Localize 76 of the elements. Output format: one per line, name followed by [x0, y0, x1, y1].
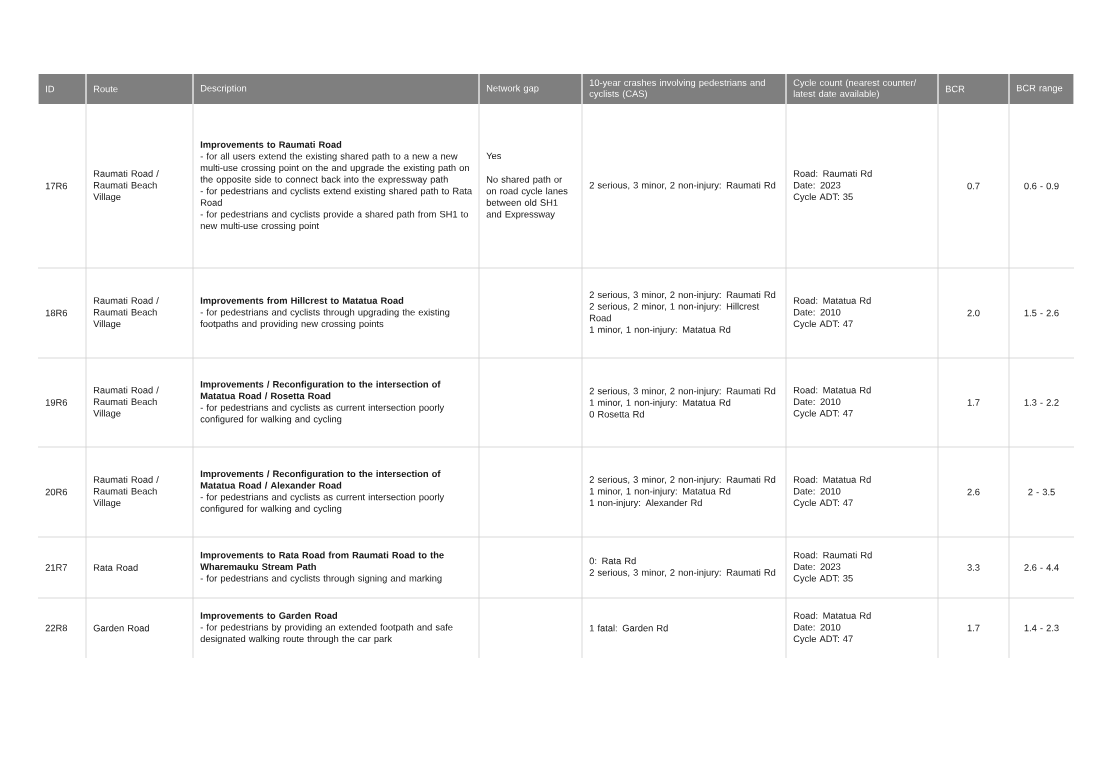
cycle-count: Cycle ADT: 35 — [793, 193, 853, 202]
crash-record: 2 serious, 3 minor, 2 non-injury: Raumati Rd — [589, 476, 776, 485]
row-id: 21R7 — [45, 564, 67, 571]
cycle-count: Cycle ADT: 35 — [793, 574, 853, 584]
cycle-count: Cycle ADT: 47 — [793, 320, 853, 329]
route-name: Raumati Road / Raumati Beach Village — [93, 386, 159, 419]
network-gap-note: Yes — [486, 152, 502, 160]
crash-record: 1 minor, 1 non-injury: Matatua Rd — [589, 399, 731, 408]
project-description: - for pedestrians and cyclists provide a shared path from SH1 to new multi-use crossing point — [200, 210, 469, 231]
crash-record: 2 serious, 3 minor, 2 non-injury: Raumati Rd — [589, 181, 776, 191]
cycle-count: Road: Matatua Rd — [794, 297, 871, 304]
project-description: - for pedestrians and cyclists extend existing shared path to Rata Road — [200, 187, 473, 206]
cycle-count: Cycle ADT: 47 — [793, 409, 853, 419]
crash-record: 0: Rata Rd — [589, 557, 636, 565]
row-id: 20R6 — [45, 488, 68, 496]
cycle-count: Road: Matatua Rd — [794, 612, 871, 619]
column-header: ID — [38, 74, 86, 104]
cycle-count: Road: Raumati Rd — [794, 551, 872, 559]
bcr-value: 1.7 — [967, 399, 980, 406]
cycle-count: Road: Matatua Rd — [794, 386, 871, 394]
project-title: Improvements from Hillcrest to Matatua Road — [200, 297, 404, 306]
bcr-range: 1.3 - 2.2 — [1024, 399, 1059, 406]
crash-record: 1 non-injury: Alexander Rd — [589, 499, 702, 508]
cycle-count: Cycle ADT: 47 — [793, 499, 853, 508]
project-description: - for pedestrians and cyclists as current intersection poorly configured for walking and cycling — [200, 403, 445, 425]
crash-record: 2 serious, 3 minor, 2 non-injury: Raumati Rd — [589, 387, 776, 397]
cycle-count: Date: 2010 — [794, 308, 841, 316]
network-gap-note: No shared path or on road cycle lanes between old SH1 and Expressway — [486, 175, 568, 220]
project-description: - for pedestrians and cyclists through upgrading the existing footpaths and providing new crossing points — [200, 308, 450, 329]
crash-record: 0 Rosetta Rd — [589, 410, 644, 418]
row-id: 18R6 — [45, 309, 68, 317]
bcr-value: 0.7 — [967, 182, 980, 190]
project-title: Improvements to Raumati Road — [200, 141, 342, 150]
bcr-value: 2.0 — [967, 309, 980, 317]
bcr-range: 1.4 - 2.3 — [1024, 624, 1059, 632]
crash-record: 2 serious, 3 minor, 2 non-injury: Raumati Rd — [589, 568, 776, 578]
column-header: BCR range — [1009, 74, 1074, 104]
project-description: - for pedestrians and cyclists as current intersection poorly configured for walking and cycling — [200, 493, 445, 514]
route-name: Rata Road — [94, 564, 138, 571]
cycle-count: Date: 2010 — [794, 487, 841, 495]
bcr-value: 3.3 — [967, 564, 980, 571]
crash-record: 2 serious, 3 minor, 2 non-injury: Raumati Rd — [589, 291, 776, 300]
column-header: 10-year crashes involving pedestrians and cyclists (CAS) — [582, 74, 786, 104]
cycle-count: Date: 2023 — [794, 563, 841, 570]
project-title: Improvements / Reconfiguration to the intersection of Matatua Road / Alexander Road — [200, 470, 441, 489]
crash-record: 1 minor, 1 non-injury: Matatua Rd — [589, 487, 731, 497]
row-id: 22R8 — [45, 624, 68, 632]
cycle-count: Date: 2010 — [794, 398, 841, 405]
route-name: Raumati Road / Raumati Beach Village — [93, 476, 159, 508]
project-description: - for pedestrians and cyclists through signing and marking — [200, 574, 442, 584]
bcr-range: 2.6 - 4.4 — [1024, 564, 1059, 571]
crash-record: 2 serious, 2 minor, 1 non-injury: Hillcrest Road — [589, 302, 760, 322]
route-name: Raumati Road / Raumati Beach Village — [93, 297, 159, 329]
cycle-count: Cycle ADT: 47 — [793, 635, 853, 644]
route-name: Garden Road — [93, 624, 149, 632]
project-title: Improvements to Rata Road from Raumati Road to the Wharemauku Stream Path — [200, 551, 444, 570]
cycle-count: Road: Raumati Rd — [794, 170, 872, 177]
cycle-count: Date: 2023 — [794, 181, 841, 189]
bcr-value: 2.6 — [967, 488, 980, 496]
route-name: Raumati Road / Raumati Beach Village — [93, 170, 159, 202]
crash-record: 1 minor, 1 non-injury: Matatua Rd — [589, 326, 731, 335]
bcr-range: 0.6 - 0.9 — [1024, 182, 1059, 190]
bcr-value: 1.7 — [967, 624, 980, 632]
row-id: 17R6 — [45, 182, 68, 190]
cycle-count: Date: 2010 — [794, 623, 841, 631]
bcr-range: 1.5 - 2.6 — [1024, 309, 1059, 317]
project-title: Improvements to Garden Road — [200, 612, 338, 621]
row-id: 19R6 — [45, 399, 68, 406]
project-description: - for pedestrians by providing an extended footpath and safe designated walking route through the car park — [200, 623, 453, 644]
cycle-count: Road: Matatua Rd — [794, 476, 871, 483]
column-header: BCR — [938, 74, 1009, 104]
crash-record: 1 fatal: Garden Rd — [589, 624, 668, 632]
column-header: Network gap — [479, 74, 582, 104]
project-title: Improvements / Reconfiguration to the intersection of Matatua Road / Rosetta Road — [200, 380, 441, 400]
project-description: - for all users extend the existing shared path to a new a new multi-use crossing point on the and upgrade the existing path on the opposite side to connect back into the expressway path — [200, 152, 469, 185]
bcr-range: 2 - 3.5 — [1028, 488, 1055, 496]
